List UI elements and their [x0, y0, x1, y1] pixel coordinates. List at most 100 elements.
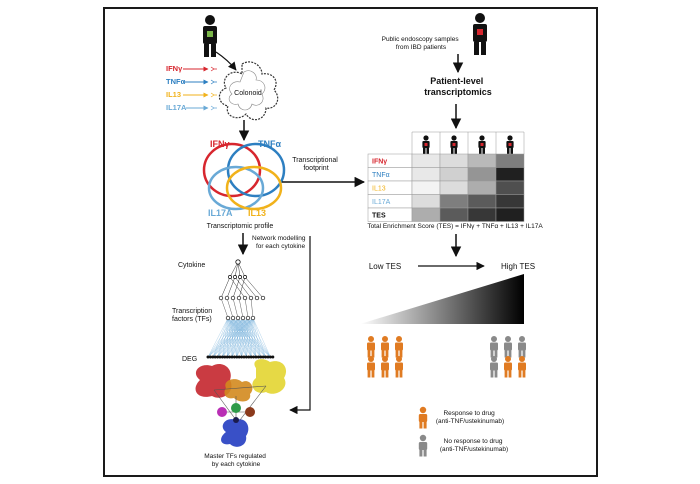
heatmap-row-label: TES: [372, 213, 386, 220]
heatmap-row-label: IL17A: [372, 199, 391, 206]
network-node-tf: [236, 295, 242, 301]
patient-icon: [490, 356, 498, 378]
patient-groups: [367, 336, 526, 378]
heatmap-cell: [495, 207, 525, 222]
patient-icon: [395, 356, 403, 378]
heatmap-row-label: IFNγ: [372, 159, 387, 166]
venn-ifng-ellipse: [202, 142, 262, 198]
network-node-tf: [240, 315, 246, 321]
legend-no-response-label: No response to drug (anti-TNF/ustekinuma…: [440, 438, 508, 453]
heatmap-cell: [439, 194, 469, 209]
network-node-deg: [244, 355, 248, 359]
heatmap-cell: [439, 153, 469, 168]
heatmap-cell: [467, 180, 497, 195]
network-node-deg: [256, 355, 260, 359]
network-node: [238, 275, 242, 279]
heatmap-cell: [439, 167, 469, 182]
network-node-tf: [225, 315, 231, 321]
venn-il13-label: IL13: [248, 208, 266, 218]
network-node: [243, 275, 247, 279]
legend-no-response-line2: (anti-TNF/ustekinumab): [440, 446, 508, 453]
colonoid-icon: [218, 61, 279, 121]
network-caption-line2: for each cytokine: [256, 243, 306, 250]
network-node-deg: [259, 355, 263, 359]
heatmap-cell: [411, 180, 441, 195]
patient-icon: [381, 356, 389, 378]
heatmap-cell: [467, 167, 497, 182]
network-node-tf: [230, 295, 236, 301]
heatmap-cell: [439, 180, 469, 195]
legend-response-line2: (anti-TNF/ustekinumab): [436, 418, 504, 425]
patient-icon: [490, 336, 498, 358]
patient-icon: [518, 336, 526, 358]
cytokine-il13-label: IL13: [166, 90, 181, 99]
network-graph: [206, 259, 275, 359]
network-node-deg: [266, 355, 270, 359]
patient-icon: [518, 356, 526, 378]
heatmap-cell: [411, 207, 441, 222]
public-label-line1: Public endoscopy samples: [382, 36, 460, 43]
heatmap-cell: [467, 153, 497, 168]
heatmap-cell: [495, 153, 525, 168]
network-node-deg: [242, 355, 246, 359]
patient-column-icon: [506, 135, 514, 154]
patient-level-line1: Patient-level: [430, 76, 483, 86]
network-node-tf: [218, 295, 224, 301]
venn-caption: Transcriptomic profile: [207, 223, 274, 230]
network-node-deg: [211, 355, 215, 359]
network-node: [233, 275, 237, 279]
layer-deg-label: DEG: [182, 356, 197, 363]
footprint-label-line1: Transcriptional: [292, 157, 338, 164]
layer-tfs-line2: factors (TFs): [172, 316, 212, 323]
network-node-deg: [264, 355, 268, 359]
cytokine-list: IFNγ TNFα IL13 IL17A: [166, 64, 217, 112]
network-node-tf: [224, 295, 230, 301]
network-node-tf: [248, 295, 254, 301]
network-node-tf: [260, 295, 266, 301]
patient-icon: [395, 336, 403, 358]
network-caption-line1: Network modelling: [252, 235, 306, 242]
public-label: Public endoscopy samples from IBD patien…: [382, 36, 461, 51]
network-node-tf: [242, 295, 248, 301]
venn-il13-ellipse: [225, 165, 283, 211]
network-node-deg: [218, 355, 222, 359]
cytokine-tnfa-label: TNFα: [166, 77, 186, 86]
layer-cytokine-label: Cytokine: [178, 262, 205, 269]
tes-gradient-wedge: [360, 274, 524, 324]
heatmap-row-label: TNFα: [372, 172, 390, 179]
patient-level-line2: transcriptomics: [424, 87, 492, 97]
master-caption-line1: Master TFs regulated: [204, 453, 266, 460]
network-node-deg: [208, 355, 212, 359]
heatmap-cell: [495, 180, 525, 195]
network-node-deg: [225, 355, 229, 359]
network-node-tf: [235, 315, 241, 321]
master-caption-line2: by each cytokine: [212, 461, 261, 468]
arrow-human-to-colonoid: [215, 51, 237, 71]
venn-il17a-ellipse: [207, 165, 265, 211]
network-node-deg: [232, 355, 236, 359]
network-node: [228, 275, 232, 279]
footprint-label: Transcriptional footprint: [292, 157, 340, 172]
layer-tfs-line1: Transcription: [172, 308, 212, 315]
heatmap-cell: [495, 167, 525, 182]
legend-response-label: Response to drug (anti-TNF/ustekinumab): [436, 410, 504, 425]
tes-formula: Total Enrichment Score (TES) = IFNγ + TN…: [367, 223, 543, 230]
patient-icon: [504, 336, 512, 358]
patient-column-icon: [422, 135, 430, 154]
heatmap-cell: [411, 153, 441, 168]
patient-icon: [367, 356, 375, 378]
network-node-deg: [228, 355, 232, 359]
heatmap-cell: [411, 194, 441, 209]
low-tes-label: Low TES: [369, 262, 401, 271]
network-node-deg: [223, 355, 227, 359]
network-node-deg: [206, 355, 210, 359]
cytokine-ifng-label: IFNγ: [166, 64, 183, 73]
outer-frame: [103, 7, 598, 477]
master-tf-network: [195, 359, 287, 447]
colonoid-label: Colonoid: [234, 90, 262, 97]
heatmap-cell: [411, 167, 441, 182]
venn-il17a-label: IL17A: [208, 208, 233, 218]
network-node-tf: [250, 315, 256, 321]
